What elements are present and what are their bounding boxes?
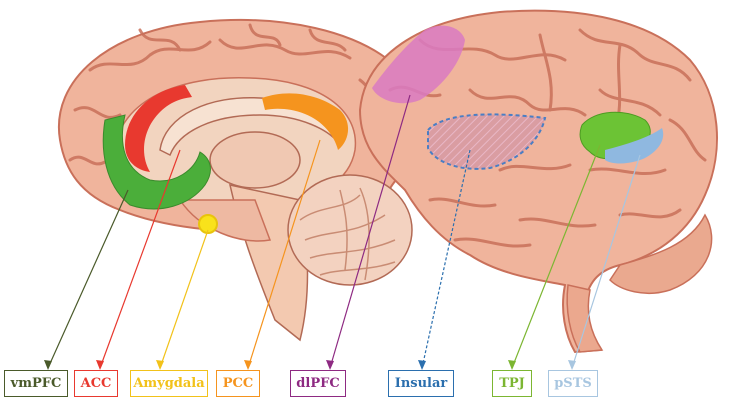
label-acc: ACC (74, 370, 118, 397)
amygdala-leader (159, 229, 209, 369)
label-vmpfc: vmPFC (4, 370, 68, 397)
insular-leader (421, 149, 471, 369)
dlpfc-leader (329, 94, 411, 369)
dlpfc-region (372, 25, 465, 104)
cerebellum (287, 174, 413, 286)
acc-leader (99, 149, 181, 369)
tpj-leader (511, 144, 601, 369)
label-insular: Insular (388, 370, 454, 397)
psts-leader (571, 154, 641, 369)
label-psts-text: pSTS (554, 376, 592, 391)
lateral-brain (358, 9, 718, 354)
label-pcc: PCC (216, 370, 260, 397)
pcc-region (262, 93, 349, 150)
label-dlpfc: dlPFC (290, 370, 346, 397)
amygdala-region (198, 214, 218, 234)
label-psts: pSTS (548, 370, 598, 397)
label-tpj: TPJ (492, 370, 532, 397)
leader-lines (44, 94, 641, 370)
psts-region (605, 128, 664, 164)
label-vmpfc-text: vmPFC (10, 376, 62, 391)
label-pcc-text: PCC (222, 376, 254, 391)
medial-brain (57, 19, 425, 342)
acc-region (125, 85, 192, 172)
vmpfc-leader (47, 189, 129, 369)
label-dlpfc-text: dlPFC (296, 376, 340, 391)
label-amygdala: Amygdala (130, 370, 208, 397)
label-amygdala-text: Amygdala (133, 376, 205, 391)
label-acc-text: ACC (80, 376, 112, 391)
vmpfc-region (102, 114, 211, 210)
label-insular-text: Insular (394, 376, 448, 391)
label-tpj-text: TPJ (499, 376, 525, 391)
insular-region (427, 113, 547, 170)
pcc-leader (247, 139, 321, 369)
